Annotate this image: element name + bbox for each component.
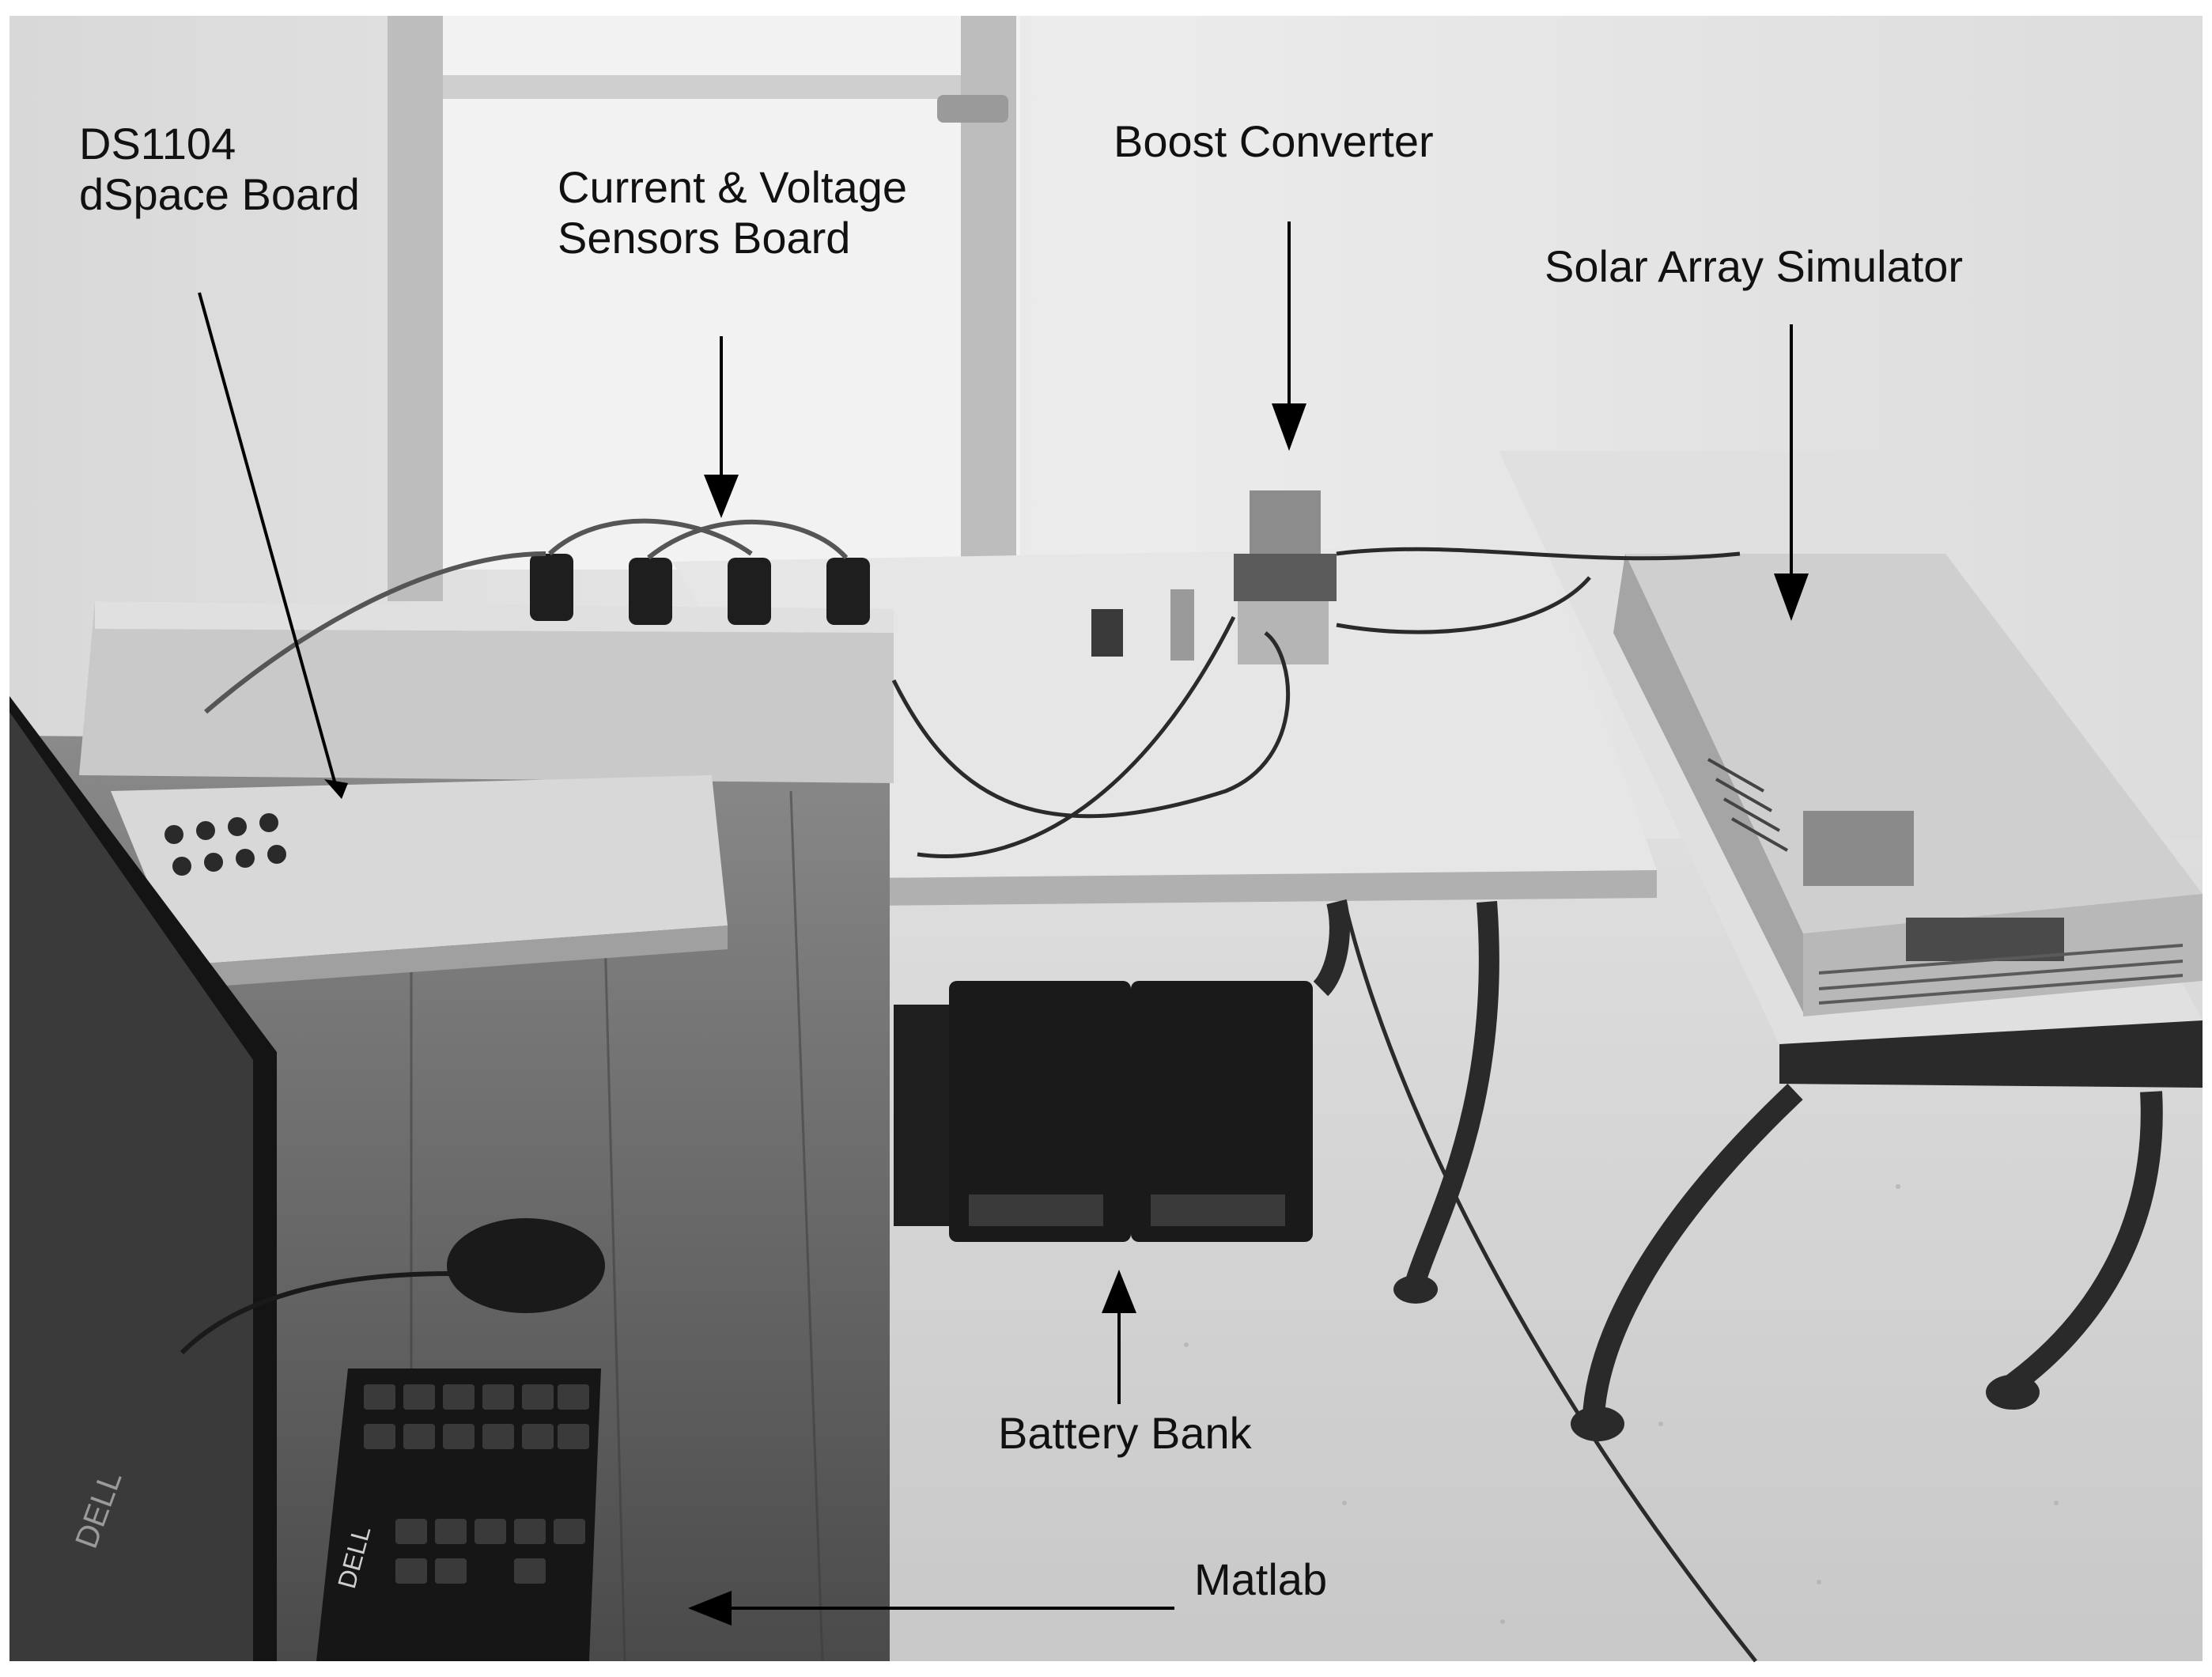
label-battery-bank: Battery Bank bbox=[998, 1408, 1252, 1458]
annotation-arrows bbox=[198, 221, 1809, 1626]
label-solar-array-simulator: Solar Array Simulator bbox=[1545, 241, 1964, 291]
floor-speckles bbox=[1026, 1026, 2098, 1624]
mouse-device bbox=[180, 1218, 605, 1355]
sensor-connectors bbox=[530, 554, 870, 625]
label-dspace-line2: dSpace Board bbox=[79, 169, 360, 219]
bnc-connectors bbox=[164, 813, 286, 876]
label-dspace-line1: DS1104 bbox=[79, 119, 236, 168]
white-table bbox=[672, 546, 1657, 1304]
label-sensors-board: Current & Voltage Sensors Board bbox=[558, 162, 907, 263]
battery-bank-device bbox=[894, 981, 1313, 1242]
cables bbox=[891, 547, 1757, 1663]
sensors-board bbox=[79, 518, 894, 783]
boost-converter-device bbox=[1091, 490, 1337, 664]
door-frame bbox=[388, 16, 1020, 601]
solar-array-simulator-device bbox=[1613, 554, 2203, 1016]
label-matlab: Matlab bbox=[1194, 1554, 1328, 1604]
vent-slots bbox=[1707, 758, 1788, 852]
label-sensors-line2: Sensors Board bbox=[558, 213, 851, 263]
label-dspace-board: DS1104 dSpace Board bbox=[79, 119, 360, 220]
device-sticker bbox=[1803, 811, 1914, 886]
keyboard-device: DELL bbox=[316, 1368, 601, 1661]
monitor-device: DELL bbox=[9, 696, 277, 1661]
label-sensors-line1: Current & Voltage bbox=[558, 162, 908, 212]
dspace-board bbox=[111, 775, 728, 989]
label-boost-converter: Boost Converter bbox=[1114, 116, 1434, 166]
arrow-dspace bbox=[198, 292, 338, 788]
door-handle bbox=[937, 95, 1008, 123]
front-slots bbox=[1818, 944, 2184, 1005]
